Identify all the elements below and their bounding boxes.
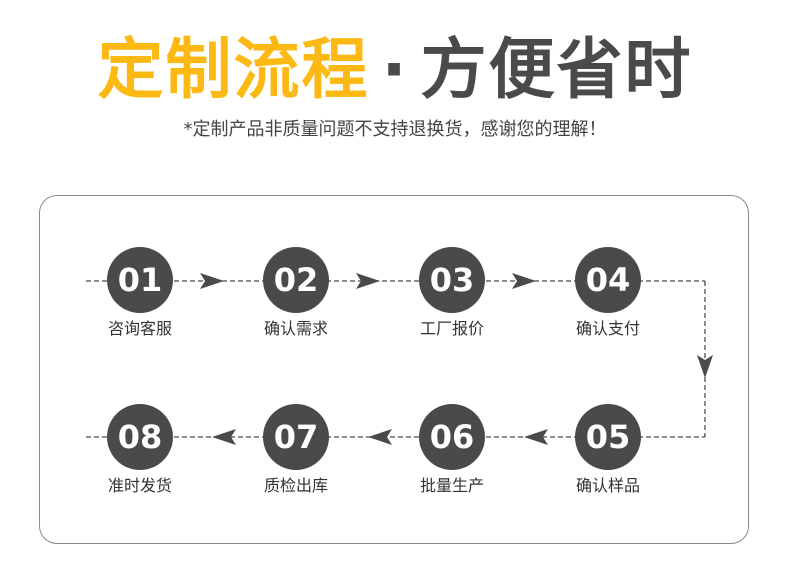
subtitle-notice: *定制产品非质量问题不支持退换货，感谢您的理解！ bbox=[183, 119, 607, 140]
step-number-badge: 08 bbox=[107, 404, 173, 470]
step-number-badge: 07 bbox=[263, 404, 329, 470]
step-label: 确认需求 bbox=[263, 319, 328, 338]
step-number-badge: 04 bbox=[575, 247, 641, 313]
step-label: 工厂报价 bbox=[419, 319, 484, 338]
step-label: 确认样品 bbox=[575, 476, 640, 495]
arrow-left-icon bbox=[212, 429, 236, 445]
step-label: 咨询客服 bbox=[107, 319, 172, 338]
title-rest: 方便省时 bbox=[420, 31, 693, 108]
arrow-down-icon bbox=[697, 355, 713, 378]
step-07: 07 质检出库 bbox=[236, 404, 356, 497]
step-05: 05 确认样品 bbox=[548, 404, 668, 497]
step-04: 04 确认支付 bbox=[548, 247, 668, 340]
arrow-right-icon bbox=[200, 273, 224, 289]
step-06: 06 批量生产 bbox=[392, 404, 512, 497]
arrow-left-icon bbox=[524, 429, 548, 445]
title-separator: · bbox=[381, 31, 409, 108]
step-label: 批量生产 bbox=[419, 476, 484, 495]
step-03: 03 工厂报价 bbox=[392, 247, 512, 340]
step-label: 质检出库 bbox=[263, 476, 328, 495]
title-highlight: 定制流程 bbox=[97, 31, 370, 108]
page-title: 定制流程·方便省时 bbox=[0, 28, 790, 112]
step-number-badge: 05 bbox=[575, 404, 641, 470]
arrow-left-icon bbox=[368, 429, 392, 445]
arrow-right-icon bbox=[512, 273, 536, 289]
step-08: 08 准时发货 bbox=[80, 404, 200, 497]
step-number-badge: 03 bbox=[419, 247, 485, 313]
step-number-badge: 01 bbox=[107, 247, 173, 313]
process-panel bbox=[39, 195, 749, 544]
step-01: 01 咨询客服 bbox=[80, 247, 200, 340]
step-label: 确认支付 bbox=[575, 319, 640, 338]
step-number-badge: 06 bbox=[419, 404, 485, 470]
step-02: 02 确认需求 bbox=[236, 247, 356, 340]
step-label: 准时发货 bbox=[107, 476, 172, 495]
arrow-right-icon bbox=[356, 273, 380, 289]
step-number-badge: 02 bbox=[263, 247, 329, 313]
